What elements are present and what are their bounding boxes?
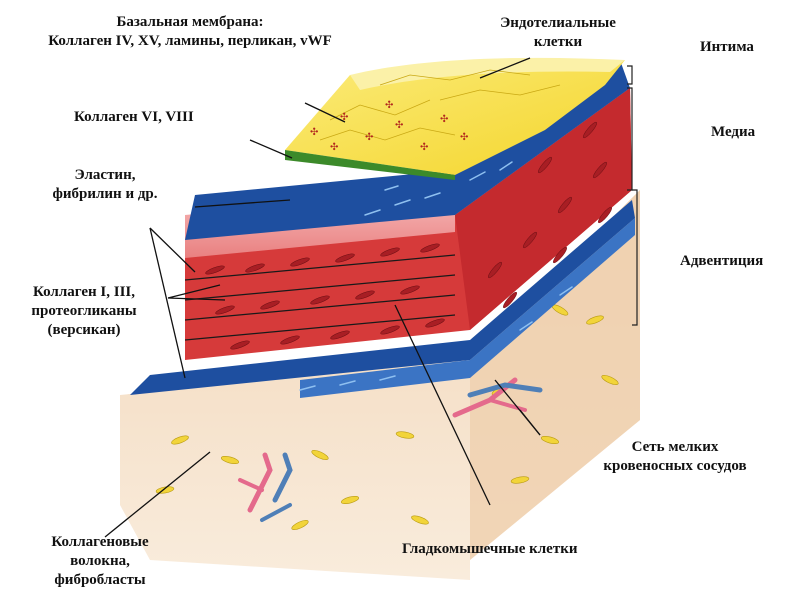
label-endothelial-line1: Эндотелиальные [468,14,648,33]
label-collagen-i-iii-line1: Коллаген I, III, [4,283,164,302]
label-collagen-i-iii-line2: протеогликаны [4,302,164,321]
svg-text:✣: ✣ [395,120,403,131]
label-small-vessels-line2: кровеносных сосудов [570,457,780,476]
label-collagen-fibers-line3: фибробласты [20,571,180,590]
label-small-vessels: Сеть мелких кровеносных сосудов [570,438,780,476]
label-collagen-i-iii: Коллаген I, III, протеогликаны (версикан… [4,283,164,340]
svg-text:✣: ✣ [310,127,318,138]
label-elastin-line1: Эластин, [20,166,190,185]
label-elastin-line2: фибрилин и др. [20,185,190,204]
svg-text:✣: ✣ [440,114,448,125]
label-basement-membrane-line1: Базальная мембрана: [0,13,380,32]
label-collagen-fibers-line1: Коллагеновые [20,533,180,552]
svg-text:✣: ✣ [365,132,373,143]
label-collagen-vi-viii: Коллаген VI, VIII [74,108,194,127]
label-basement-membrane-line2: Коллаген IV, XV, ламины, перликан, vWF [0,32,380,51]
label-smooth-muscle: Гладкомышечные клетки [402,540,577,559]
label-collagen-fibers: Коллагеновые волокна, фибробласты [20,533,180,590]
label-intima: Интима [700,38,754,57]
svg-text:✣: ✣ [420,142,428,153]
label-elastin: Эластин, фибрилин и др. [20,166,190,204]
label-media: Медиа [711,123,755,142]
label-endothelial-line2: клетки [468,33,648,52]
label-basement-membrane: Базальная мембрана: Коллаген IV, XV, лам… [0,13,380,51]
label-endothelial-cells: Эндотелиальные клетки [468,14,648,52]
svg-text:✣: ✣ [385,100,393,111]
svg-text:✣: ✣ [330,142,338,153]
label-collagen-i-iii-line3: (версикан) [4,321,164,340]
label-small-vessels-line1: Сеть мелких [570,438,780,457]
label-adventitia: Адвентиция [680,252,763,271]
label-collagen-fibers-line2: волокна, [20,552,180,571]
svg-text:✣: ✣ [460,132,468,143]
